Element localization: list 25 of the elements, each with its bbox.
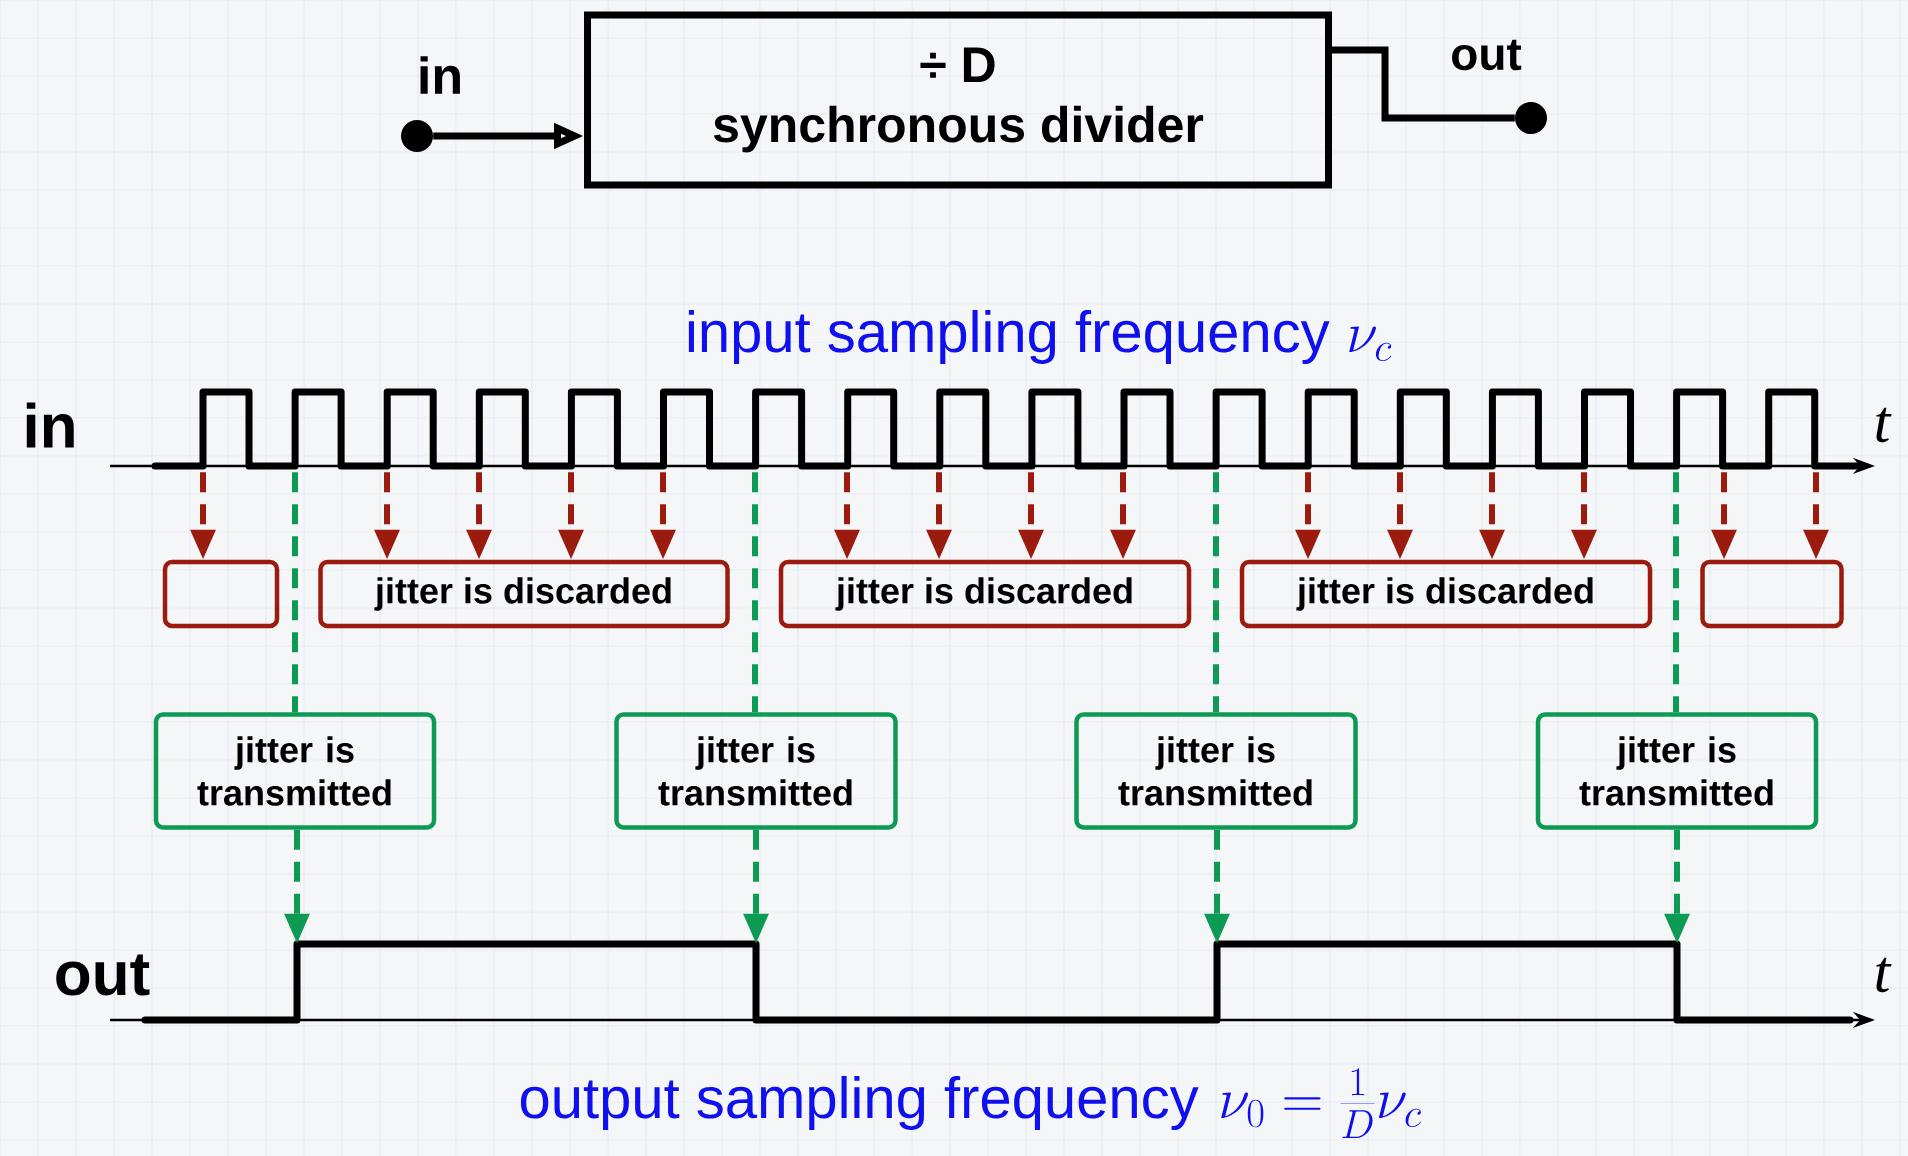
square-wave	[151, 388, 1866, 470]
formula: $\nu_c$	[1349, 326, 1392, 362]
axis-label: t	[1876, 957, 1892, 993]
terminal-dot	[1515, 102, 1547, 134]
jitter-box: jitter is transmitted	[153, 712, 437, 830]
jitter-box: jitter is discarded	[778, 559, 1192, 629]
jitter-box	[1700, 559, 1844, 629]
signal-label: out	[56, 954, 150, 996]
jitter-box: jitter is transmitted	[1074, 712, 1358, 830]
jitter-box: jitter is discarded	[1239, 559, 1653, 629]
signal-label: in	[26, 402, 74, 448]
jitter-box	[162, 559, 280, 629]
axis-label: t	[1876, 407, 1892, 443]
terminal-label: out	[1452, 39, 1522, 71]
jitter-box: jitter is transmitted	[1535, 712, 1819, 830]
connector-line	[1673, 472, 1679, 713]
connector-line	[752, 472, 758, 713]
formula: $\nu_0 = \frac{1}{D}\nu_c$	[1221, 1068, 1421, 1138]
jitter-box: jitter is discarded	[318, 559, 730, 629]
jitter-box: jitter is transmitted	[614, 712, 898, 830]
connector-line	[1213, 472, 1219, 713]
terminal-label: in	[420, 56, 460, 94]
terminal-dot	[401, 120, 433, 152]
caption: input sampling frequency	[688, 309, 1330, 365]
connector-line	[292, 472, 298, 713]
